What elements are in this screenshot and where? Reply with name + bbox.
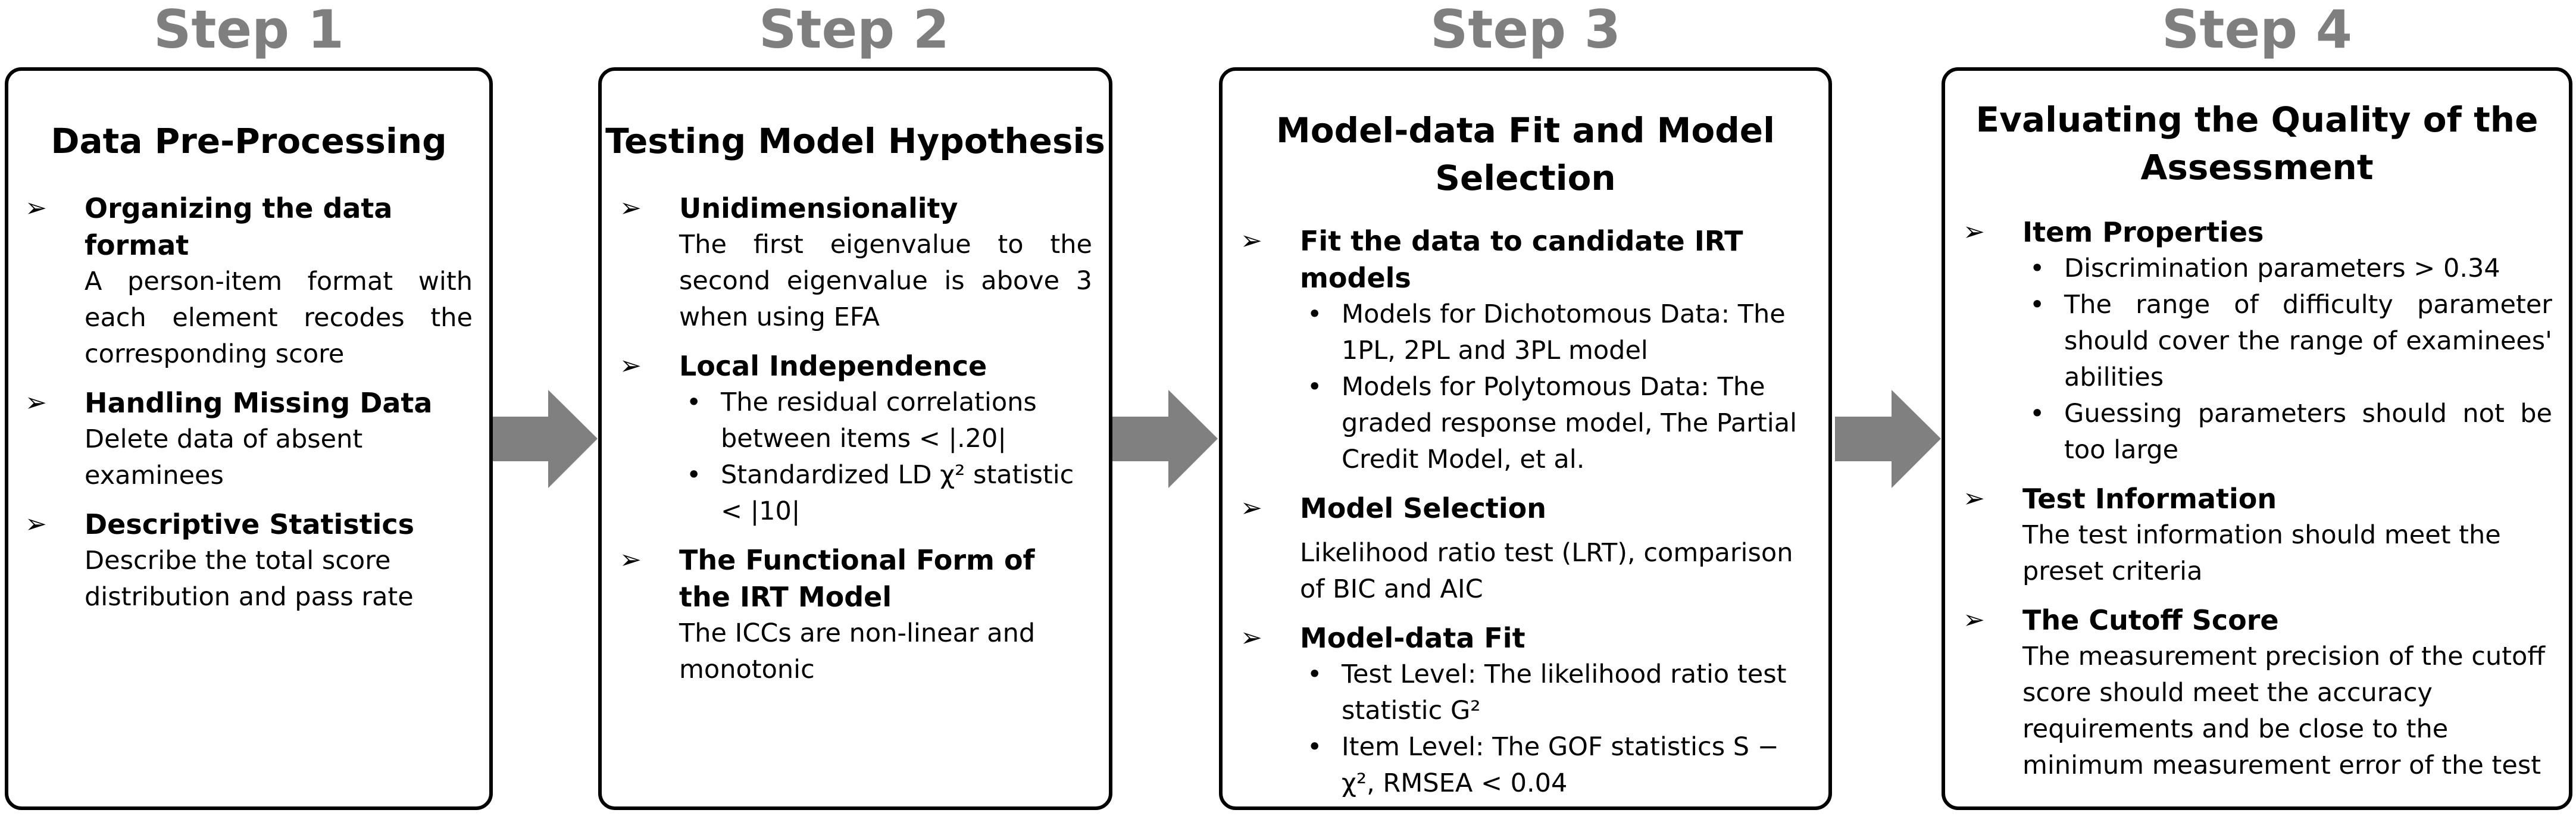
section: ➢Unidimensionality The first eigenvalue … — [620, 190, 1092, 336]
section-text: A person-item format with each element r… — [85, 267, 473, 369]
list-item: Discrimination parameters > 0.34 — [2022, 251, 2552, 287]
section: ➢Test Information The test information s… — [1963, 480, 2552, 590]
section-text: The ICCs are non-linear and monotonic — [679, 618, 1036, 684]
list-item: The residual correlations between items … — [679, 384, 1092, 457]
section-text: Delete data of absent examinees — [85, 424, 363, 490]
section-heading: ➢Fit the data to candidate IRT models — [1240, 223, 1812, 296]
list-item: Standardized LD χ² statistic < |10| — [679, 457, 1092, 530]
step-1-label: Step 1 — [154, 0, 344, 60]
list-item: Guessing parameters should not be too la… — [2022, 396, 2552, 468]
section-heading: ➢Unidimensionality — [620, 190, 1092, 227]
section: ➢Organizing the data format A person-ite… — [25, 190, 473, 373]
section-text: The measurement precision of the cutoff … — [2022, 642, 2545, 780]
step-4-title: Evaluating the Quality of the Assessment — [1975, 99, 2539, 187]
section-heading: ➢Test Information — [1963, 480, 2552, 517]
list-item: Test Level: The likelihood ratio test st… — [1300, 656, 1812, 729]
step-2-title: Testing Model Hypothesis — [605, 121, 1105, 161]
arrow-right-icon — [1835, 390, 1941, 488]
arrowhead-bullet-icon: ➢ — [25, 509, 47, 539]
arrowhead-bullet-icon: ➢ — [1240, 226, 1262, 256]
step-4-label: Step 4 — [2162, 0, 2352, 60]
section: ➢Model Selection Likelihood ratio test (… — [1240, 490, 1812, 608]
bullet-list: Test Level: The likelihood ratio test st… — [1300, 656, 1812, 802]
step-3-title: Model-data Fit and Model Selection — [1276, 110, 1775, 198]
arrow-right-icon — [1112, 390, 1218, 488]
list-item: Models for Dichotomous Data: The 1PL, 2P… — [1300, 296, 1812, 369]
step-2-sections: ➢Unidimensionality The first eigenvalue … — [620, 190, 1092, 700]
section-heading: ➢Handling Missing Data — [25, 384, 473, 421]
arrowhead-bullet-icon: ➢ — [620, 545, 642, 575]
list-item: The range of difficulty parameter should… — [2022, 287, 2552, 396]
section: ➢Model-data Fit Test Level: The likeliho… — [1240, 620, 1812, 802]
arrowhead-bullet-icon: ➢ — [620, 193, 642, 223]
arrowhead-bullet-icon: ➢ — [25, 193, 47, 223]
step-2-box: Testing Model Hypothesis ➢Unidimensional… — [598, 67, 1112, 810]
bullet-list: Discrimination parameters > 0.34 The ran… — [2022, 251, 2552, 468]
arrowhead-bullet-icon: ➢ — [1240, 493, 1262, 523]
section-text: Describe the total score distribution an… — [85, 546, 414, 612]
step-3-box: Model-data Fit and Model Selection ➢Fit … — [1219, 67, 1832, 810]
section-heading: ➢Item Properties — [1963, 214, 2552, 251]
step-3-sections: ➢Fit the data to candidate IRT models Mo… — [1240, 223, 1812, 806]
step-1-box: Data Pre-Processing ➢Organizing the data… — [5, 67, 493, 810]
section-text: Likelihood ratio test (LRT), comparison … — [1300, 538, 1793, 604]
section-heading: ➢Descriptive Statistics — [25, 506, 473, 543]
section-heading: ➢The Cutoff Score — [1963, 602, 2552, 639]
step-1-title: Data Pre-Processing — [51, 121, 447, 161]
section-heading: ➢Local Independence — [620, 348, 1092, 384]
step-3-label: Step 3 — [1430, 0, 1621, 60]
section-heading: ➢The Functional Form of the IRT Model — [620, 542, 1092, 615]
section: ➢Fit the data to candidate IRT models Mo… — [1240, 223, 1812, 478]
step-1-sections: ➢Organizing the data format A person-ite… — [25, 190, 473, 627]
section: ➢The Cutoff Score The measurement precis… — [1963, 602, 2552, 784]
arrowhead-bullet-icon: ➢ — [1240, 623, 1262, 653]
bullet-list: The residual correlations between items … — [679, 384, 1092, 530]
section-heading: ➢Model-data Fit — [1240, 620, 1812, 656]
arrowhead-bullet-icon: ➢ — [1963, 605, 1985, 635]
list-item: Item Level: The GOF statistics S − χ², R… — [1300, 729, 1812, 802]
step-4-sections: ➢Item Properties Discrimination paramete… — [1963, 214, 2552, 796]
section: ➢Item Properties Discrimination paramete… — [1963, 214, 2552, 468]
arrowhead-bullet-icon: ➢ — [1963, 217, 1985, 247]
arrowhead-bullet-icon: ➢ — [1963, 483, 1985, 514]
section-text: The test information should meet the pre… — [2022, 520, 2501, 586]
section: ➢Descriptive Statistics Describe the tot… — [25, 506, 473, 615]
section-heading: ➢Model Selection — [1240, 490, 1812, 527]
section-heading: ➢Organizing the data format — [25, 190, 473, 264]
section: ➢The Functional Form of the IRT Model Th… — [620, 542, 1092, 688]
section: ➢Local Independence The residual correla… — [620, 348, 1092, 530]
section-text: The first eigenvalue to the second eigen… — [679, 230, 1092, 332]
step-2-label: Step 2 — [759, 0, 949, 60]
list-item: Models for Polytomous Data: The graded r… — [1300, 369, 1812, 478]
step-4-box: Evaluating the Quality of the Assessment… — [1942, 67, 2572, 810]
section: ➢Handling Missing Data Delete data of ab… — [25, 384, 473, 494]
arrowhead-bullet-icon: ➢ — [25, 387, 47, 418]
bullet-list: Models for Dichotomous Data: The 1PL, 2P… — [1300, 296, 1812, 478]
arrow-right-icon — [492, 390, 598, 488]
arrowhead-bullet-icon: ➢ — [620, 351, 642, 381]
